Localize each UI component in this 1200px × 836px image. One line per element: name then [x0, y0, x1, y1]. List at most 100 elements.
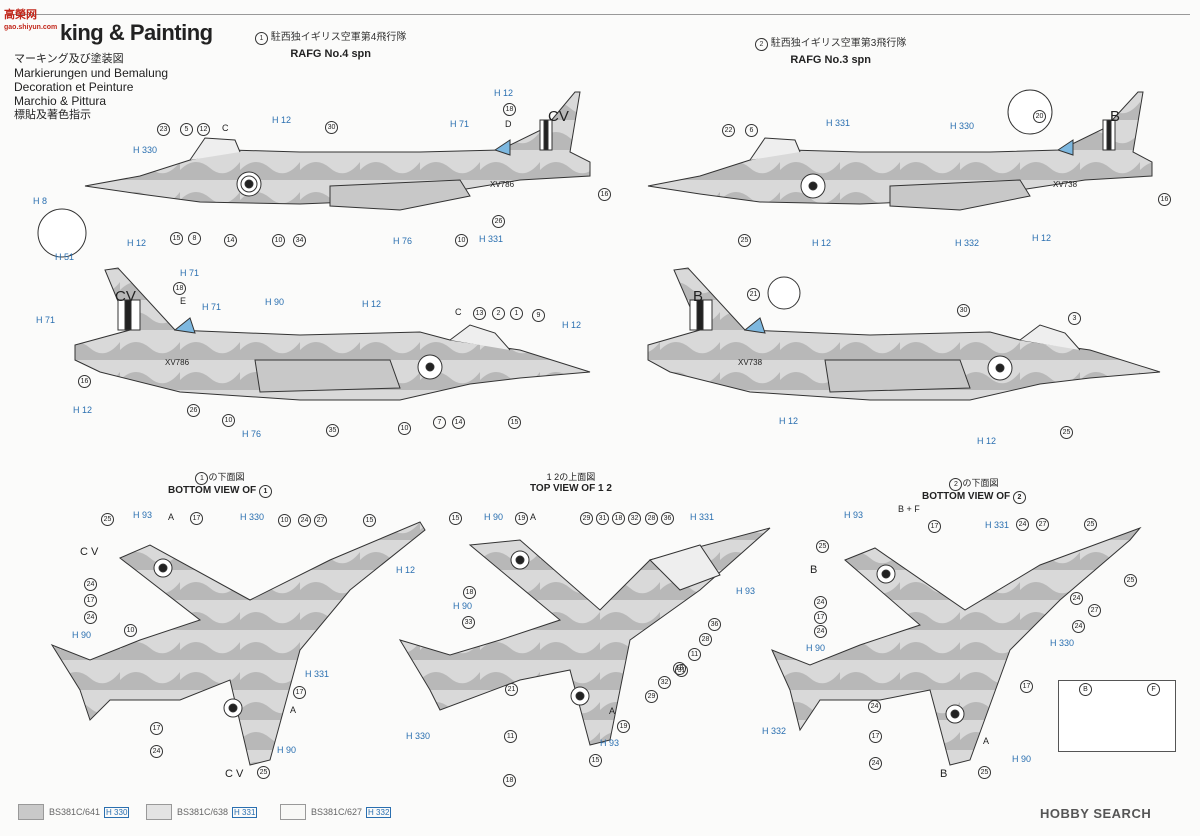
- section-2-title: 2 駐西独イギリス空軍第3飛行隊 RAFG No.3 spn: [755, 34, 906, 66]
- aircraft-1-side-view: [84, 91, 591, 211]
- callout-h12-p2a: H 12: [779, 416, 799, 426]
- callout-24-b2f: 24: [868, 700, 881, 713]
- callout-18-t4: 18: [503, 774, 516, 787]
- callout-D: D: [505, 119, 512, 129]
- callout-h330-b1: H 330: [240, 512, 265, 522]
- callout-19-t: 19: [515, 512, 528, 525]
- callout-B-b2b: B: [940, 768, 948, 780]
- code-aircraft-1-port: CV: [115, 288, 136, 305]
- callout-h12-2b: H 12: [1032, 233, 1052, 243]
- callout-15-t2: 15: [589, 754, 602, 767]
- callout-h330-b2: H 330: [1050, 638, 1075, 648]
- sheet-border: [8, 14, 1190, 823]
- aircraft-2-port-view: [647, 267, 1161, 401]
- callout-h90-b1b: H 90: [277, 745, 297, 755]
- callout-32-t: 32: [628, 512, 641, 525]
- callout-16: 16: [598, 188, 611, 201]
- callout-17-b2: 17: [928, 520, 941, 533]
- roundel-inset: B F: [1058, 680, 1176, 752]
- callout-15-p: 15: [508, 416, 521, 429]
- callout-24-b2e: 24: [1072, 620, 1085, 633]
- serial-aircraft-1: XV786: [490, 180, 515, 189]
- callout-25-b1: 25: [101, 513, 114, 526]
- code-aircraft-1: CV: [548, 108, 569, 125]
- callout-27-b1: 27: [314, 514, 327, 527]
- callout-21: 21: [747, 288, 760, 301]
- callout-h90-t: H 90: [484, 512, 504, 522]
- callout-27-b2: 27: [1036, 518, 1049, 531]
- section-1-title: 1 駐西独イギリス空軍第4飛行隊 RAFG No.4 spn: [255, 28, 406, 60]
- callout-30: 30: [325, 121, 338, 134]
- callout-17-b2d: 17: [869, 730, 882, 743]
- callout-32-t2: 32: [658, 676, 671, 689]
- subtitle-it: Marchio & Pittura: [14, 94, 107, 108]
- callout-36-t: 36: [661, 512, 674, 525]
- aircraft-top-view: [398, 527, 771, 746]
- callout-1: 1: [510, 307, 523, 320]
- callout-C: C: [222, 123, 229, 133]
- callout-CV-b1b: C V: [225, 768, 244, 780]
- callout-12: 12: [197, 123, 210, 136]
- aircraft-1-bottom-view: [50, 521, 426, 766]
- callout-24-b2: 24: [1016, 518, 1029, 531]
- callout-36-t2: 36: [708, 618, 721, 631]
- callout-15-b1: 15: [363, 514, 376, 527]
- callout-h93-b1: H 93: [133, 510, 153, 520]
- callout-17-b1c: 17: [293, 686, 306, 699]
- callout-BF-b2: B + F: [898, 504, 920, 514]
- callout-5: 5: [180, 123, 193, 136]
- aircraft-2-side-view: [647, 91, 1153, 211]
- callout-11-t2: 11: [504, 730, 517, 743]
- callout-26: 26: [492, 215, 505, 228]
- callout-h331: H 331: [479, 234, 504, 244]
- callout-14: 14: [224, 234, 237, 247]
- callout-22: 22: [722, 124, 735, 137]
- callout-CV-b1: C V: [80, 546, 99, 558]
- callout-A-b1: A: [168, 512, 175, 522]
- callout-E: E: [180, 296, 187, 306]
- callout-h90-b2: H 90: [806, 643, 826, 653]
- aircraft-1-port-view: [74, 267, 591, 401]
- callout-29-t: 29: [580, 512, 593, 525]
- site-logo: 高榮网 gao.shiyun.com: [4, 9, 58, 31]
- callout-h8: H 8: [33, 196, 48, 206]
- callout-h71: H 71: [450, 119, 470, 129]
- callout-h71-p3: H 71: [36, 315, 56, 325]
- callout-24-b1d: 24: [150, 745, 163, 758]
- callout-28-t: 28: [645, 512, 658, 525]
- callout-h12: H 12: [272, 115, 292, 125]
- callout-25-b1b: 25: [257, 766, 270, 779]
- callout-h93-b2: H 93: [844, 510, 864, 520]
- top-view-title: 1 2の上面図 TOP VIEW OF 1 2: [530, 472, 612, 494]
- callout-A-t2: A: [609, 706, 616, 716]
- callout-23: 23: [157, 123, 170, 136]
- legend-swatch-1: [18, 804, 44, 820]
- callout-33-t: 33: [462, 616, 475, 629]
- callout-h12-b1: H 12: [396, 565, 416, 575]
- detail-callouts: [37, 89, 1053, 310]
- callout-24-b1: 24: [298, 514, 311, 527]
- callout-A-b1b: A: [290, 705, 297, 715]
- callout-10-p: 10: [222, 414, 235, 427]
- callout-15: 15: [170, 232, 183, 245]
- callout-19-t2: 19: [617, 720, 630, 733]
- callout-17-b1b: 17: [84, 594, 97, 607]
- callout-25-b2b: 25: [816, 540, 829, 553]
- callout-h12-p2b: H 12: [977, 436, 997, 446]
- callout-16-p: 16: [78, 375, 91, 388]
- code-aircraft-2: B: [1110, 108, 1121, 125]
- callout-29-t2: 29: [645, 690, 658, 703]
- callout-13: 13: [473, 307, 486, 320]
- callout-h331-b1: H 331: [305, 669, 330, 679]
- callout-B-b2: B: [810, 564, 818, 576]
- callout-h76: H 76: [393, 236, 413, 246]
- callout-30-p2: 30: [957, 304, 970, 317]
- callout-h330-2: H 330: [950, 121, 975, 131]
- callout-14-p: 14: [452, 416, 465, 429]
- callout-10-p2: 10: [398, 422, 411, 435]
- callout-28-t2: 28: [699, 633, 712, 646]
- callout-24-b2d: 24: [1070, 592, 1083, 605]
- callout-h12-nose: H 12: [127, 238, 147, 248]
